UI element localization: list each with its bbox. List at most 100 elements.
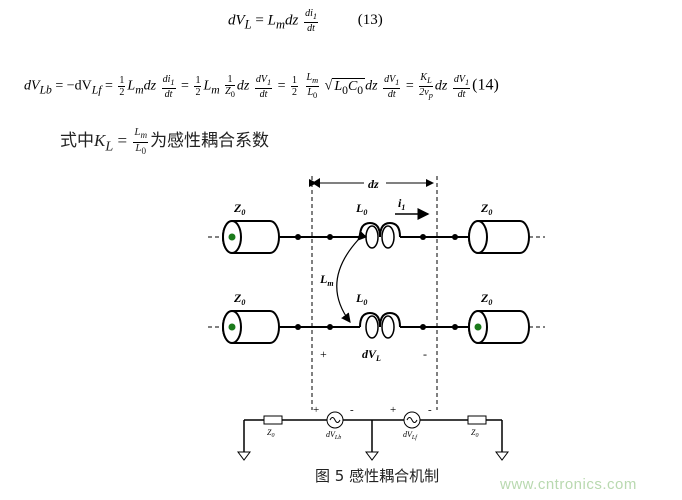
z-text: Z — [225, 85, 231, 97]
eq14-lm-2: L — [203, 78, 212, 94]
eq14-dvlb-sub: Lb — [39, 83, 52, 97]
ground-left — [237, 451, 251, 461]
plus-sign-1: + — [313, 404, 319, 416]
half-num: 1 — [194, 75, 202, 87]
dv-text: dV — [453, 73, 465, 85]
eq13-equals: = — [255, 12, 264, 29]
eq14-eq1: = — [105, 78, 113, 94]
plus-sign-2: + — [390, 404, 396, 416]
eq14-dz: dz — [143, 78, 157, 94]
half-den: 2 — [195, 87, 201, 98]
eq14-lm-sub-2: m — [211, 83, 220, 97]
kl-num-sub: m — [140, 130, 148, 141]
dt-text: dt — [164, 88, 173, 100]
l0-label-upper: L0 — [355, 201, 367, 217]
eq14-neg-dvlf: = −dV — [55, 78, 92, 94]
one-text: 1 — [225, 74, 235, 86]
inductor-upper — [359, 221, 401, 238]
figure-caption: 图 5 感性耦合机制 — [315, 467, 440, 485]
k-text: K — [420, 72, 428, 83]
l0-text: L — [307, 87, 314, 98]
minus-sign-1: - — [350, 404, 354, 416]
di-text: di — [162, 73, 171, 85]
lm-sub: m — [312, 76, 319, 85]
eq14-lm-sub: m — [135, 83, 144, 97]
eq14-dvlf-sub: Lf — [91, 83, 102, 97]
sqrt-c-sub: 0 — [357, 83, 364, 97]
di-sub: 1 — [170, 77, 175, 87]
eq14-eq2: = — [181, 78, 189, 94]
z0-label-ur: Z0 — [480, 201, 492, 217]
eq14-lm: L — [127, 78, 136, 94]
sqrt-l-sub: 0 — [342, 83, 348, 97]
eq13-frac-den: dt — [307, 23, 315, 34]
kl-k-sub: L — [105, 138, 114, 155]
2v-text: 2v — [419, 87, 429, 98]
dv-sub: 1 — [395, 77, 400, 87]
z0-label-lr: Z0 — [480, 291, 492, 307]
kl-num: L — [134, 126, 141, 139]
dv-text: dV — [384, 73, 396, 85]
lower-line — [208, 310, 545, 344]
i1-label: i1 — [398, 196, 405, 212]
eq14-sqrt: L0C0 — [332, 77, 366, 97]
ground-right — [495, 451, 509, 461]
ground-mid — [365, 451, 379, 461]
l0-label-lower: L0 — [355, 291, 367, 307]
resistor-right — [467, 415, 487, 425]
eq14-dz-3: dz — [365, 78, 378, 94]
lm-text: L — [306, 72, 313, 83]
sqrt-c: C — [347, 78, 358, 94]
eq13-lhs: dV — [228, 12, 245, 29]
green-node-ul — [228, 233, 236, 241]
eq13-l: L — [267, 12, 276, 29]
eq14-eq4: = — [405, 78, 414, 94]
eq13-dz: dz — [284, 12, 299, 29]
eq14-dz-4: dz — [434, 78, 448, 94]
minus-sign-upper: - — [423, 347, 427, 361]
dv-text: dV — [255, 73, 267, 85]
plus-sign-upper: + — [320, 347, 327, 361]
dt-text: dt — [259, 88, 268, 100]
z0-label-right: Z0 — [471, 428, 478, 439]
half-num: 1 — [118, 75, 126, 87]
dv-sub: 1 — [266, 77, 272, 87]
z0-label-ul: Z0 — [233, 201, 245, 217]
eq14-dvlb: dV — [24, 78, 40, 94]
kl-k: K — [94, 131, 106, 150]
vp-sub: p — [428, 91, 433, 100]
eq14-number: (14) — [472, 76, 499, 94]
half-num: 1 — [291, 75, 299, 87]
equivalent-circuit: + - + - Z0 Z0 dVLb dVLf — [237, 404, 509, 461]
z0-label-ll: Z0 — [233, 291, 245, 307]
dvlb-label: dVLb — [326, 430, 341, 441]
lm-label: Lm — [319, 272, 334, 288]
dvl-label: dVL — [362, 347, 381, 363]
eq13-number: (13) — [357, 12, 383, 29]
dt-text: dt — [457, 88, 466, 100]
resistor-left — [263, 415, 283, 425]
kl-den: L — [135, 141, 142, 154]
kl-eq: = — [117, 131, 128, 150]
dz-dimension: dz — [309, 176, 438, 410]
eq13-l-sub: m — [275, 17, 285, 32]
watermark: www.cntronics.com — [500, 476, 637, 493]
dt-text: dt — [387, 88, 396, 100]
dz-label: dz — [368, 177, 379, 191]
dvlf-label: dVLf — [403, 430, 418, 441]
half-den: 2 — [119, 87, 125, 98]
